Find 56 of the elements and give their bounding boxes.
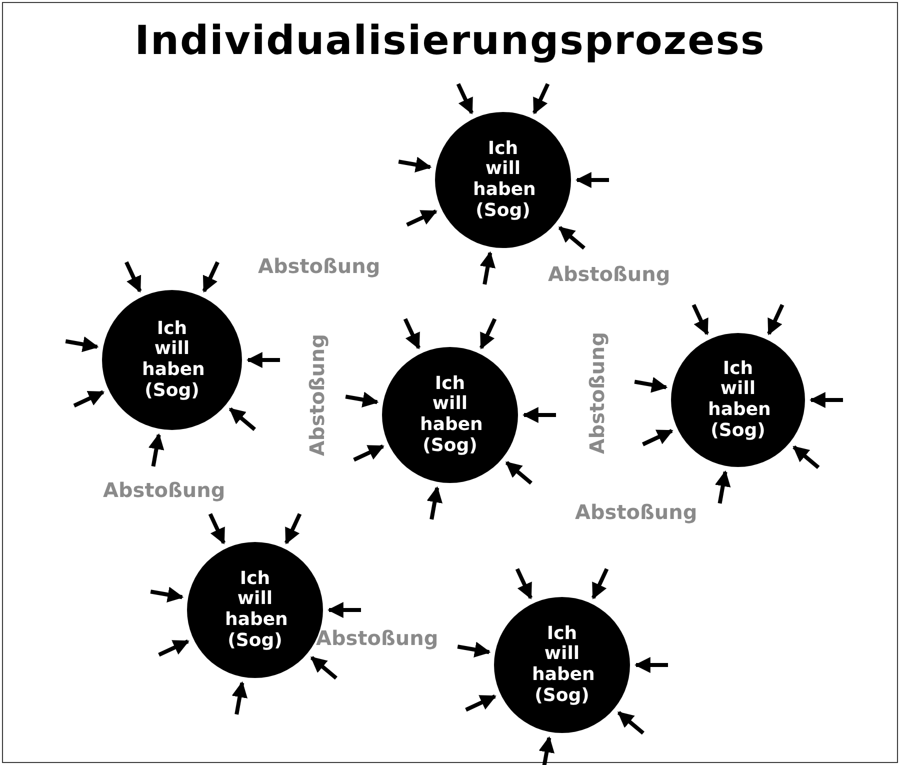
node-text: Ich will haben (Sog) [142,318,202,402]
arrow [792,445,820,470]
arrow [479,318,497,350]
arrow [575,172,609,188]
arrow [208,513,226,544]
node-text: Ich will haben (Sog) [225,568,285,652]
repulsion-label: Abstoßung [305,334,330,456]
node-text: Ich will haben (Sog) [473,138,533,222]
arrow [714,470,731,504]
arrow [353,444,384,462]
arrow [426,486,443,520]
repulsion-label: Abstoßung [316,626,438,650]
arrow [465,694,496,712]
arrow [692,304,709,336]
arrow [480,251,496,285]
node-text: Ich will haben (Sog) [420,374,480,456]
arrow [505,461,532,485]
arrow [73,390,105,408]
node-text: Ich will haben (Sog) [708,358,768,442]
arrow [456,83,474,114]
arrow [148,433,164,467]
arrow [124,261,142,293]
arrow [522,407,556,423]
arrow [406,209,438,227]
arrow [591,568,609,600]
repulsion-label: Abstoßung [258,254,380,278]
arrow [767,304,784,336]
arrow [642,429,674,446]
arrow [617,711,644,735]
arrow [809,392,843,408]
repulsion-label: Abstoßung [575,500,698,524]
arrow [345,392,379,408]
arrow [457,642,491,658]
arrow [327,602,361,618]
arrow [246,352,280,368]
arrow [538,736,555,765]
arrow [202,261,220,293]
repulsion-label: Abstoßung [585,332,610,454]
repulsion-label: Abstoßung [548,262,670,286]
arrow [158,639,190,657]
arrow [232,681,248,715]
arrow [398,156,432,173]
arrow [634,657,668,673]
arrow [403,318,421,350]
arrow [150,586,184,603]
arrow [65,336,99,352]
arrow [634,376,668,393]
arrow [515,568,533,600]
repulsion-label: Abstoßung [103,478,226,502]
arrow [532,83,550,114]
arrow [228,407,256,431]
node-text: Ich will haben (Sog) [532,624,592,706]
arrow [284,513,302,544]
arrow [310,656,338,680]
title: Individualisierungsprozess [134,18,766,64]
arrow [558,226,586,250]
